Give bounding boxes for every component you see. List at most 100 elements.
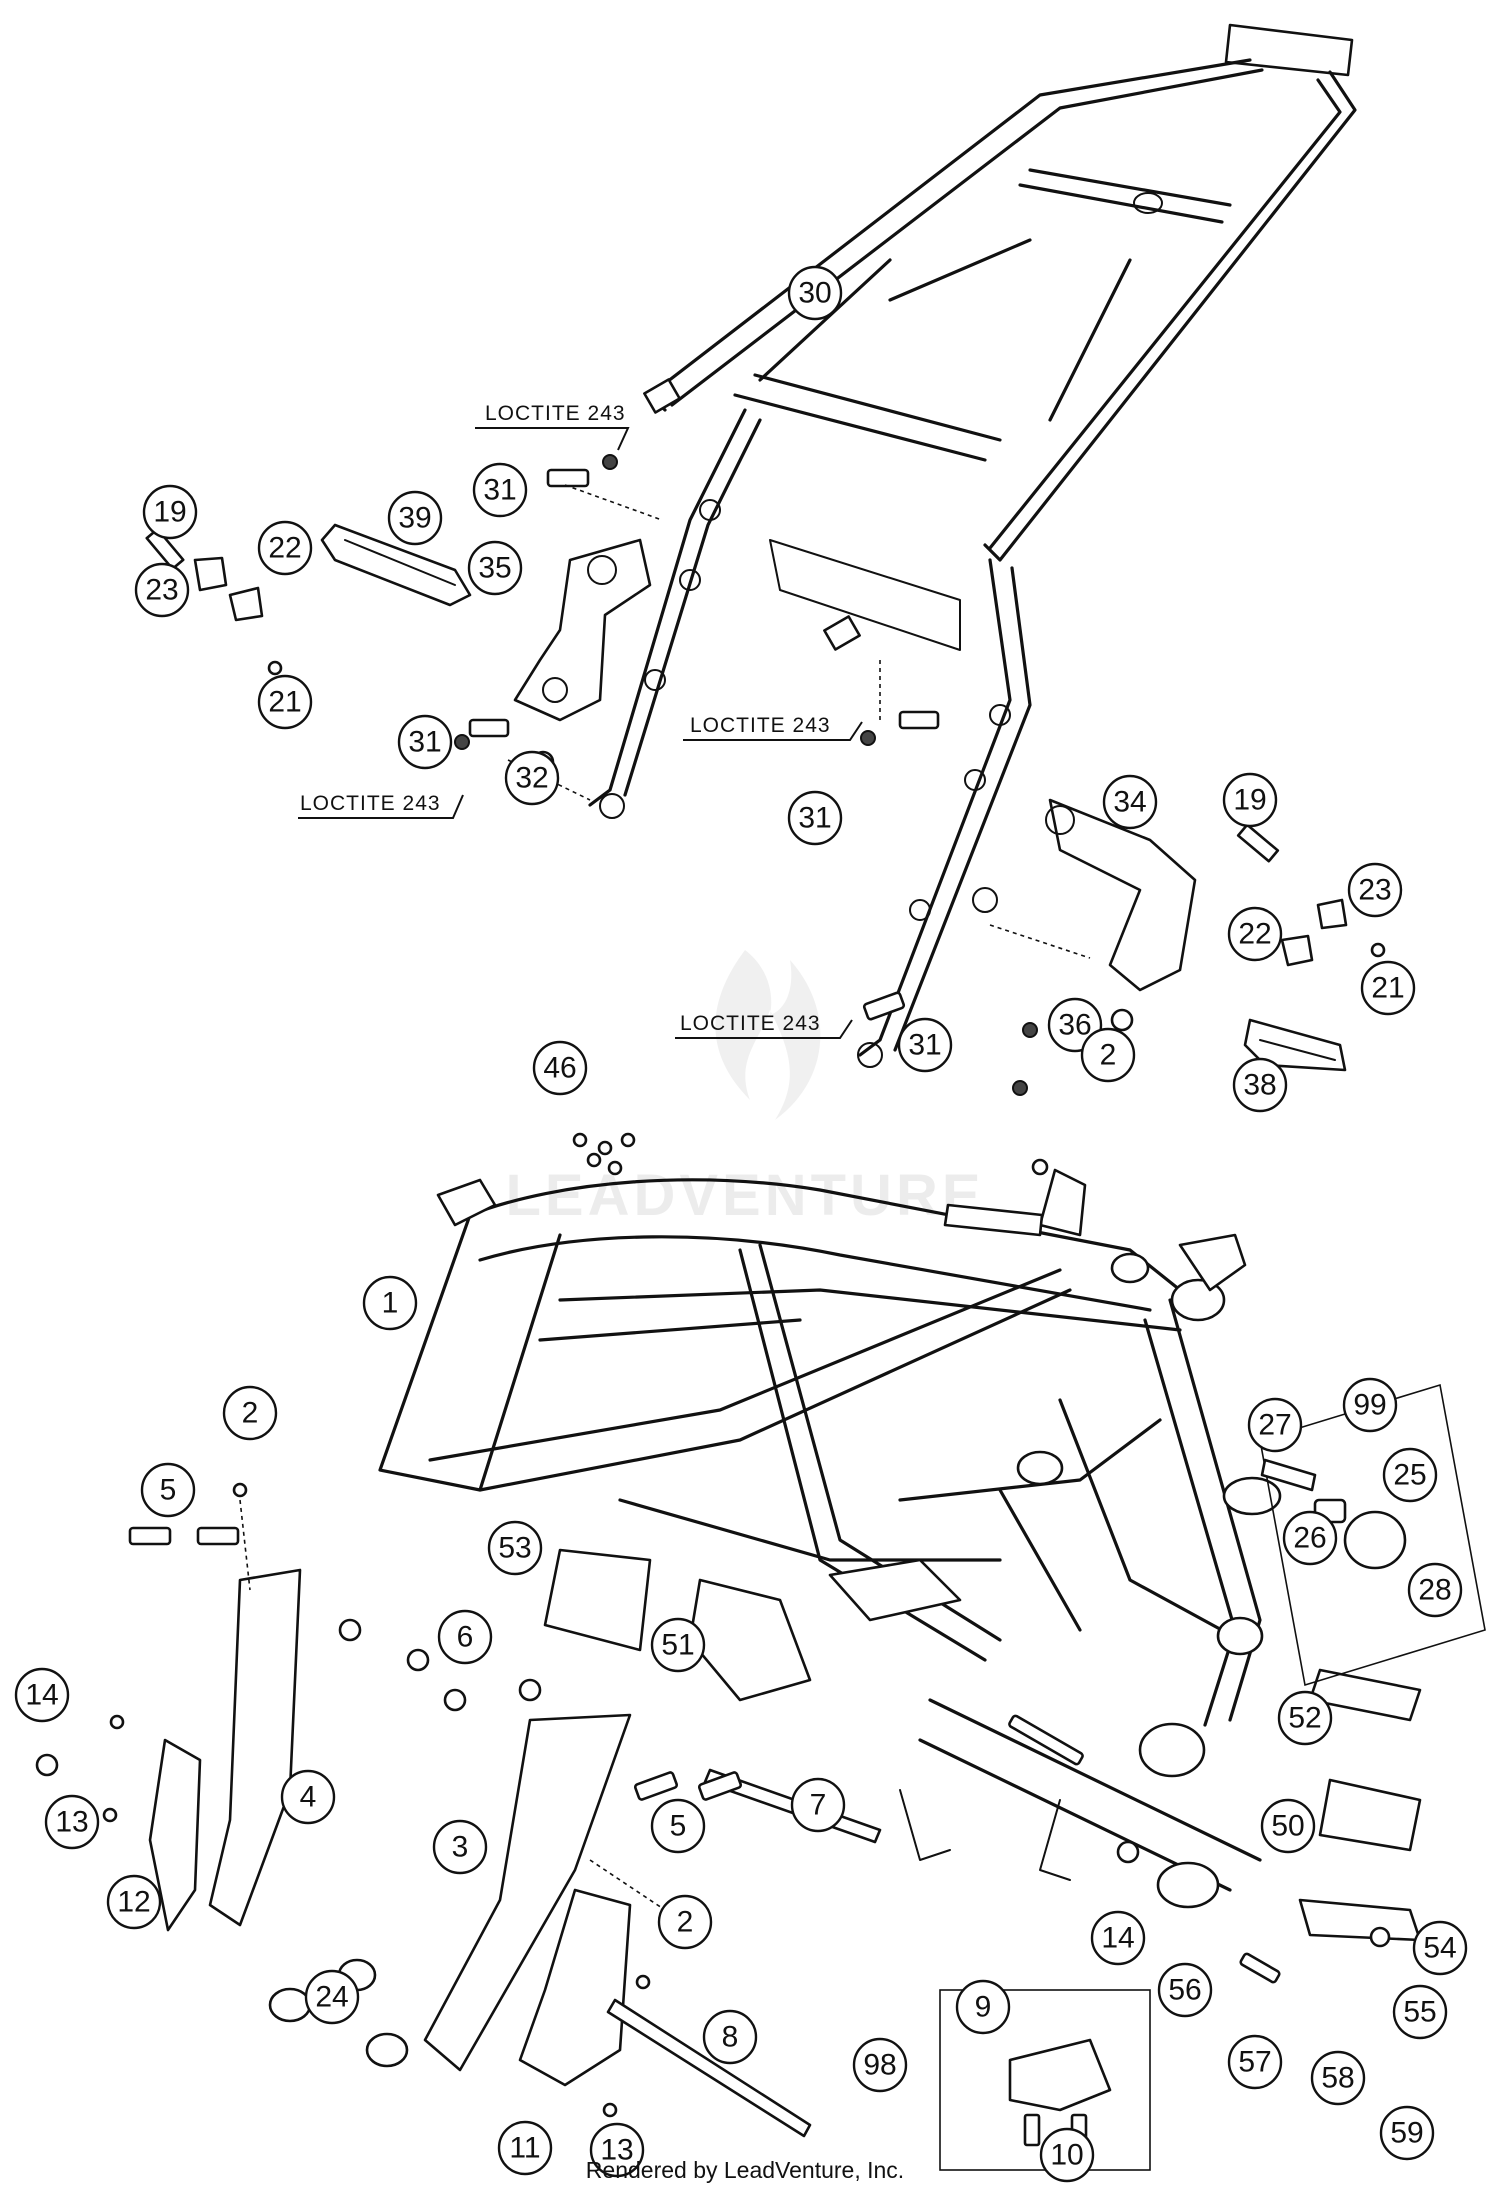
footpeg-38 bbox=[1243, 1018, 1347, 1072]
callout-label: 2 bbox=[1100, 1039, 1117, 1072]
callout-label: 56 bbox=[1168, 1974, 1201, 2007]
callout-circle bbox=[787, 790, 843, 846]
callout-label: 31 bbox=[798, 802, 831, 835]
callout-label: 23 bbox=[1358, 874, 1391, 907]
callout-23: 23 bbox=[1347, 862, 1403, 918]
loctite-note-2: LOCTITE 243 bbox=[300, 792, 441, 815]
callout-5: 5 bbox=[650, 1798, 706, 1854]
callout-label: 24 bbox=[315, 1981, 348, 2014]
callout-10: 10 bbox=[1039, 2127, 1095, 2183]
callout-2: 2 bbox=[657, 1894, 713, 1950]
callout-label: 14 bbox=[25, 1679, 58, 1712]
callout-circle bbox=[1360, 960, 1416, 1016]
callout-circle bbox=[532, 1040, 588, 1096]
callout-label: 9 bbox=[975, 1991, 992, 2024]
callout-label: 58 bbox=[1321, 2062, 1354, 2095]
callout-label: 55 bbox=[1403, 1996, 1436, 2029]
footpeg-bracket-34 bbox=[972, 798, 1197, 992]
footpegs-lower bbox=[543, 1548, 1422, 1942]
callout-label: 51 bbox=[661, 1629, 694, 1662]
callout-circle bbox=[397, 714, 453, 770]
callout-label: 28 bbox=[1418, 1574, 1451, 1607]
callout-circle bbox=[1260, 1798, 1316, 1854]
callout-label: 57 bbox=[1238, 2046, 1271, 2079]
callout-label: 34 bbox=[1113, 786, 1146, 819]
callout-3: 3 bbox=[432, 1819, 488, 1875]
callout-circle bbox=[437, 1609, 493, 1665]
callout-circle bbox=[1157, 1962, 1213, 2018]
callout-label: 3 bbox=[452, 1831, 469, 1864]
hangers-3-4 bbox=[148, 1568, 632, 2087]
callout-51: 51 bbox=[650, 1617, 706, 1673]
callout-label: 53 bbox=[498, 1532, 531, 1565]
callout-circle bbox=[472, 462, 528, 518]
callout-34: 34 bbox=[1102, 774, 1158, 830]
callout-9: 9 bbox=[955, 1979, 1011, 2035]
callout-31: 31 bbox=[897, 1017, 953, 1073]
callout-label: 12 bbox=[117, 1886, 150, 1919]
footpeg-bracket-35 bbox=[513, 538, 652, 722]
callout-circle bbox=[1080, 1027, 1136, 1083]
callout-31: 31 bbox=[787, 790, 843, 846]
loctite-notes: LOCTITE 243 LOCTITE 243 LOCTITE 243 LOCT… bbox=[298, 402, 863, 1039]
callout-circle bbox=[304, 1969, 360, 2025]
callout-circle bbox=[467, 540, 523, 596]
callout-label: 23 bbox=[145, 574, 178, 607]
callout-21: 21 bbox=[1360, 960, 1416, 1016]
callout-21: 21 bbox=[257, 674, 313, 730]
callout-54: 54 bbox=[1412, 1920, 1468, 1976]
callout-30: 30 bbox=[787, 265, 843, 321]
bracket-plates bbox=[145, 527, 1348, 967]
callout-circle bbox=[432, 1819, 488, 1875]
callout-circle bbox=[1039, 2127, 1095, 2183]
callout-label: 59 bbox=[1390, 2117, 1423, 2150]
callout-99: 99 bbox=[1342, 1377, 1398, 1433]
callout-57: 57 bbox=[1227, 2034, 1283, 2090]
callout-label: 30 bbox=[798, 277, 831, 310]
callout-circle bbox=[504, 750, 560, 806]
callout-circle bbox=[650, 1617, 706, 1673]
callout-label: 22 bbox=[1238, 918, 1271, 951]
small-parts-loose bbox=[102, 454, 1386, 2118]
callout-circle bbox=[852, 2037, 908, 2093]
callout-label: 5 bbox=[670, 1810, 687, 1843]
callout-13: 13 bbox=[589, 2122, 645, 2178]
callout-circle bbox=[134, 562, 190, 618]
callout-label: 21 bbox=[1371, 972, 1404, 1005]
callout-32: 32 bbox=[504, 750, 560, 806]
callout-circle bbox=[1382, 1447, 1438, 1503]
callout-2: 2 bbox=[222, 1385, 278, 1441]
callout-5: 5 bbox=[140, 1462, 196, 1518]
callout-circle bbox=[362, 1275, 418, 1331]
callout-circle bbox=[702, 2009, 758, 2065]
loctite-note-3: LOCTITE 243 bbox=[690, 714, 831, 737]
callout-38: 38 bbox=[1232, 1057, 1288, 1113]
callout-circle bbox=[1090, 1910, 1146, 1966]
callout-14: 14 bbox=[14, 1667, 70, 1723]
callout-12: 12 bbox=[106, 1874, 162, 1930]
callout-circle bbox=[1310, 2050, 1366, 2106]
callout-label: 11 bbox=[509, 2132, 540, 2165]
callout-56: 56 bbox=[1157, 1962, 1213, 2018]
callout-circle bbox=[955, 1979, 1011, 2035]
callout-circle bbox=[1412, 1920, 1468, 1976]
callout-label: 2 bbox=[677, 1906, 694, 1939]
callout-19: 19 bbox=[1222, 772, 1278, 828]
callout-label: 6 bbox=[457, 1621, 474, 1654]
callout-circle bbox=[650, 1798, 706, 1854]
callout-59: 59 bbox=[1379, 2105, 1435, 2161]
assembly-98 bbox=[939, 1989, 1151, 2171]
callout-label: 35 bbox=[478, 552, 511, 585]
callout-55: 55 bbox=[1392, 1984, 1448, 2040]
bolts-and-fasteners bbox=[468, 468, 1422, 1984]
callout-circle bbox=[1227, 906, 1283, 962]
watermark-text: LEADVENTURE bbox=[505, 1163, 984, 1228]
callout-circle bbox=[1232, 1057, 1288, 1113]
callout-circle bbox=[387, 490, 443, 546]
callout-label: 50 bbox=[1271, 1810, 1304, 1843]
callout-25: 25 bbox=[1382, 1447, 1438, 1503]
callout-27: 27 bbox=[1247, 1397, 1303, 1453]
callout-circle bbox=[1102, 774, 1158, 830]
callout-label: 31 bbox=[483, 474, 516, 507]
callout-19: 19 bbox=[142, 484, 198, 540]
